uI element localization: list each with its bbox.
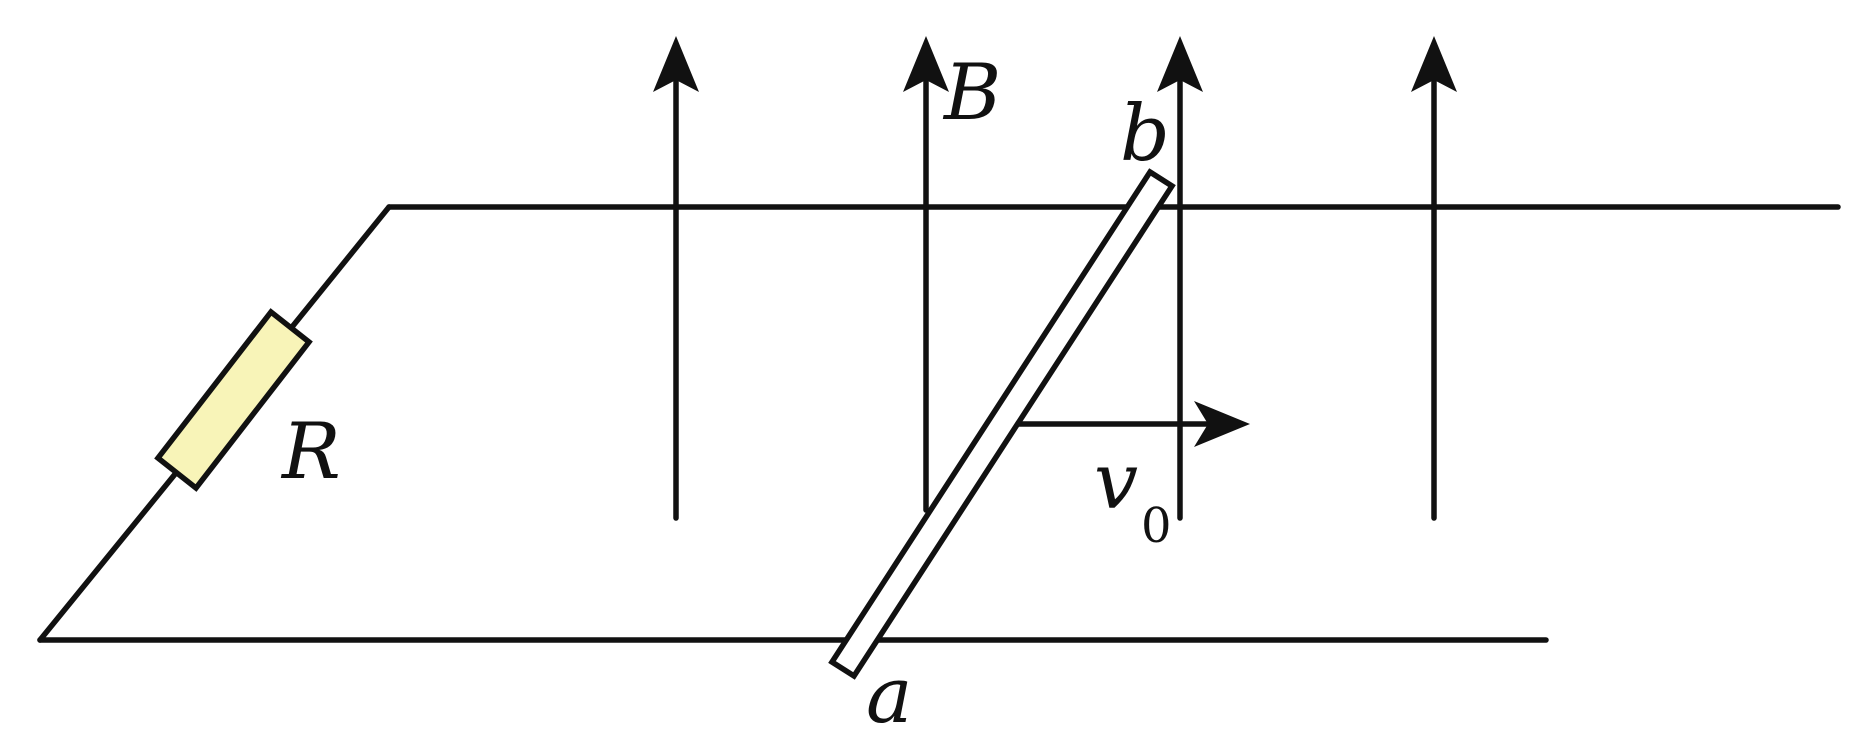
field-arrow-head-4 [1411,36,1457,92]
rod-top-label: b [1120,89,1170,179]
magnetic-field-lines [653,36,1457,521]
left-connector-upper [289,204,392,330]
rod-bottom-label: a [866,651,913,741]
rail-frame [37,204,1841,643]
conducting-rod [828,168,1176,680]
velocity-subscript: 0 [1141,498,1172,554]
field-label: B [942,48,1001,138]
field-arrow-head-1 [653,36,699,92]
velocity-arrow-head [1194,401,1250,447]
field-arrow-head-2 [903,36,949,92]
field-arrow-head-3 [1157,36,1203,92]
velocity-label: v [1094,437,1138,527]
resistor [154,308,313,492]
resistor-label: R [280,407,341,497]
velocity-arrow [999,401,1250,447]
left-connector-lower [37,465,183,643]
